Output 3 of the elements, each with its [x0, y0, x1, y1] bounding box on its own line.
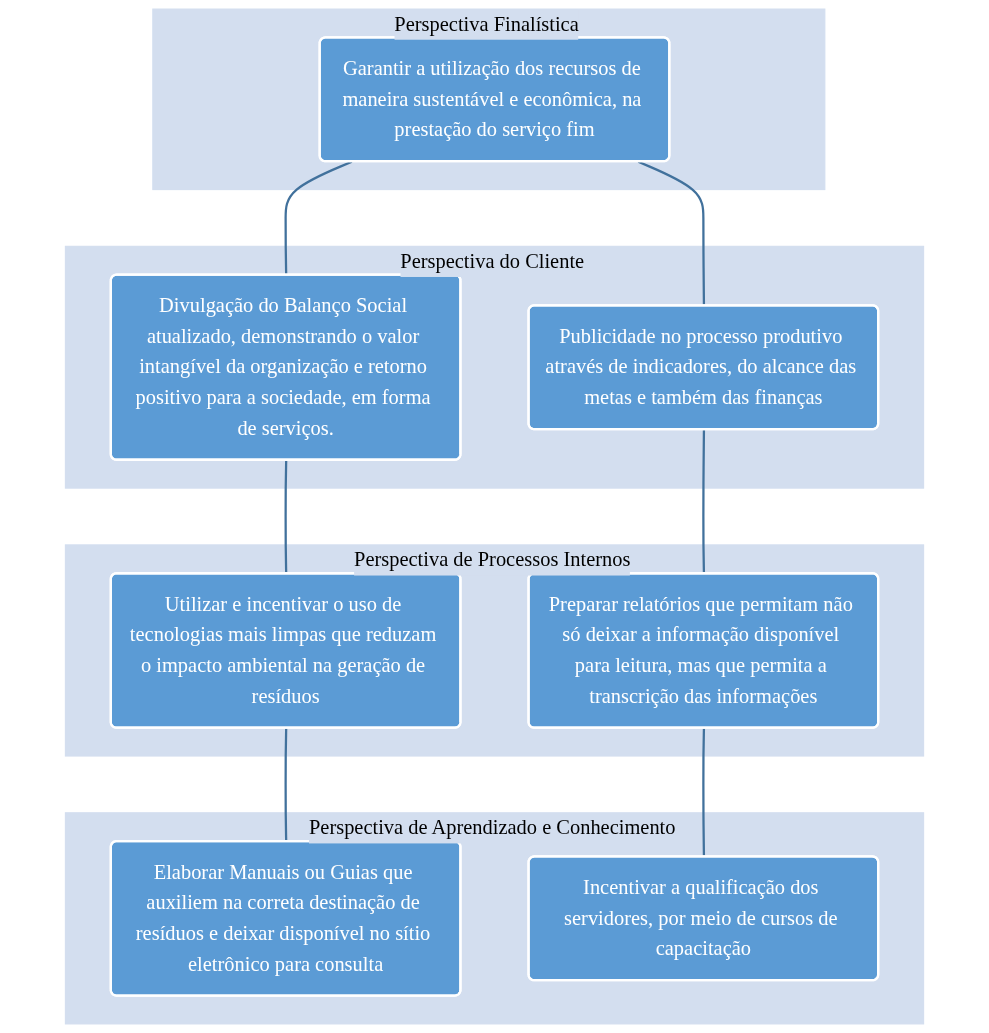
- connector: [702, 429, 706, 574]
- connector: [284, 728, 288, 842]
- connector: [284, 460, 288, 574]
